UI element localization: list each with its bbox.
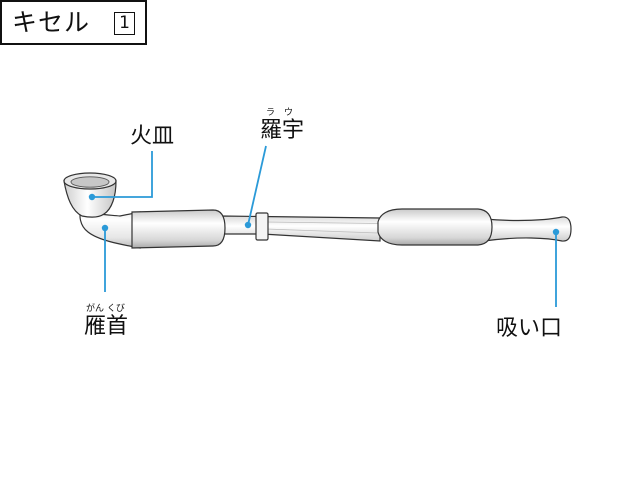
label-suikuchi: 吸い口 — [496, 316, 563, 341]
label-ganku: 雁首 — [84, 314, 129, 339]
rau-ring — [255, 212, 269, 241]
hizara-opening — [70, 176, 110, 188]
leader-line-rau — [247, 145, 267, 226]
point-suikuchi — [552, 228, 560, 236]
point-rau — [244, 221, 252, 229]
point-hizara — [88, 193, 96, 201]
rau-stem — [220, 215, 381, 242]
suikuchi-sleeve — [377, 208, 493, 246]
rau-stem-grain — [265, 221, 379, 234]
leader-line-hizara — [92, 151, 153, 198]
figure-number-badge: 1 — [114, 12, 135, 35]
diagram-title: キセル — [12, 8, 91, 37]
label-hizara: 火皿 — [130, 124, 175, 149]
suikuchi-tip — [483, 216, 572, 242]
ganku-sleeve — [131, 209, 226, 249]
title-box: キセル 1 — [0, 0, 147, 45]
reading-rau: ラ ウ — [266, 108, 294, 118]
point-ganku — [101, 224, 109, 232]
reading-ganku: がん くび — [86, 304, 125, 314]
label-rau: 羅宇 — [260, 118, 305, 143]
